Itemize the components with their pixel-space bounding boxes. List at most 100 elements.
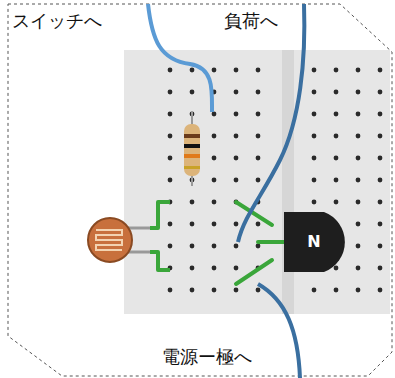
hole <box>234 244 239 249</box>
hole <box>312 200 317 205</box>
resistor-band <box>184 166 200 169</box>
hole <box>234 112 239 117</box>
hole <box>334 178 339 183</box>
hole <box>378 156 383 161</box>
hole <box>190 244 195 249</box>
hole <box>356 156 361 161</box>
wire-label: スイッチへ <box>10 10 104 32</box>
hole <box>334 68 339 73</box>
hole <box>334 90 339 95</box>
hole <box>378 222 383 227</box>
wire-label: 負荷へ <box>222 10 280 32</box>
hole <box>378 266 383 271</box>
hole <box>234 266 239 271</box>
resistor-band <box>184 154 200 158</box>
hole <box>168 244 173 249</box>
resistor-band <box>184 134 200 138</box>
hole <box>256 222 261 227</box>
hole <box>190 68 195 73</box>
breadboard-gap <box>282 50 294 314</box>
hole <box>378 112 383 117</box>
hole <box>334 288 339 293</box>
hole <box>312 112 317 117</box>
hole <box>212 68 217 73</box>
hole <box>378 90 383 95</box>
hole <box>378 200 383 205</box>
hole <box>312 90 317 95</box>
hole <box>168 112 173 117</box>
hole <box>312 288 317 293</box>
hole <box>378 244 383 249</box>
hole <box>234 68 239 73</box>
hole <box>256 134 261 139</box>
outline <box>8 4 392 376</box>
hole <box>168 134 173 139</box>
hole <box>212 244 217 249</box>
hole <box>168 156 173 161</box>
jumper <box>150 202 170 228</box>
hole <box>168 68 173 73</box>
switch-wire <box>148 4 212 112</box>
hole <box>190 90 195 95</box>
holes <box>168 68 383 293</box>
hole <box>256 244 261 249</box>
hole <box>212 222 217 227</box>
hole <box>334 156 339 161</box>
hole <box>212 156 217 161</box>
hole <box>234 156 239 161</box>
hole <box>256 112 261 117</box>
hole <box>168 90 173 95</box>
hole <box>168 222 173 227</box>
hole <box>212 112 217 117</box>
jumper <box>258 240 284 244</box>
hole <box>356 68 361 73</box>
hole <box>212 200 217 205</box>
hole <box>256 68 261 73</box>
hole <box>234 288 239 293</box>
hole <box>378 134 383 139</box>
hole <box>234 90 239 95</box>
transistor-label: N <box>307 231 320 253</box>
jumper <box>236 260 272 284</box>
hole <box>234 222 239 227</box>
hole <box>234 134 239 139</box>
hole <box>256 90 261 95</box>
hole <box>378 178 383 183</box>
hole <box>334 200 339 205</box>
hole <box>312 178 317 183</box>
breadboard <box>124 50 390 314</box>
hole <box>356 200 361 205</box>
hole <box>256 288 261 293</box>
hole <box>378 68 383 73</box>
hole <box>190 288 195 293</box>
hole <box>378 288 383 293</box>
hole <box>212 134 217 139</box>
ground-wire <box>258 284 300 378</box>
photoresistor <box>88 218 132 262</box>
hole <box>256 156 261 161</box>
hole <box>312 68 317 73</box>
hole <box>356 222 361 227</box>
resistor-band <box>184 144 200 148</box>
hole <box>234 178 239 183</box>
photoresistor-track <box>96 230 122 250</box>
jumper <box>150 252 170 270</box>
hole <box>356 288 361 293</box>
hole <box>356 244 361 249</box>
hole <box>190 200 195 205</box>
hole <box>168 178 173 183</box>
hole <box>356 178 361 183</box>
hole <box>190 222 195 227</box>
hole <box>356 266 361 271</box>
hole <box>312 156 317 161</box>
hole <box>356 112 361 117</box>
resistor-symbol <box>184 124 200 176</box>
load-wire <box>238 4 304 242</box>
hole <box>356 90 361 95</box>
wire-label: 電源ー極へ <box>160 346 254 368</box>
hole <box>334 112 339 117</box>
hole <box>212 266 217 271</box>
hole <box>334 266 339 271</box>
hole <box>190 266 195 271</box>
